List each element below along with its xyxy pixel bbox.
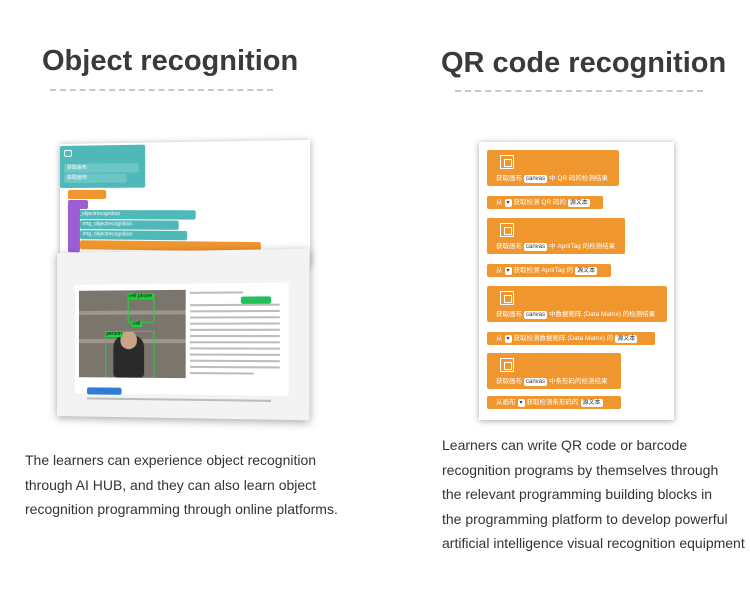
description-line: artificial intelligence visual recogniti…	[442, 531, 748, 556]
right-title-divider	[455, 90, 703, 92]
description-line: the programming platform to develop powe…	[442, 507, 748, 532]
source-text-chip: 源文本	[615, 335, 637, 343]
code-block	[68, 190, 106, 199]
description-line: Learners can write QR code or barcode	[442, 433, 748, 458]
result-text-line	[190, 310, 280, 312]
block-label: 获取检测 AprilTag 的	[514, 267, 574, 274]
description-line: recognition programming through online p…	[25, 497, 355, 522]
result-text-line	[190, 354, 280, 356]
code-block: 获取画布	[64, 173, 127, 183]
block-text: 获取画布canvas中数据矩阵 (Data Matrix) 的检测结果	[496, 308, 655, 319]
block-label: 获取画布	[496, 243, 522, 250]
result-text-line	[190, 304, 280, 307]
qr-recognition-title: QR code recognition	[441, 47, 726, 80]
result-text-line	[190, 322, 280, 324]
canvas-chip: canvas	[524, 378, 547, 386]
apriltag-source-block: 从▾获取检测 AprilTag 的源文本	[487, 264, 611, 277]
demo-content: cell phone cell person	[75, 283, 289, 396]
block-label: 从	[496, 335, 503, 342]
object-recognition-title: Object recognition	[42, 45, 298, 78]
description-line: through AI HUB, and they can also learn …	[25, 473, 355, 498]
block-text: 获取画布canvas中 AprilTag 的检测结果	[496, 240, 615, 251]
result-text-line	[190, 341, 280, 343]
apriltag-detect-block: 获取画布canvas中 AprilTag 的检测结果	[487, 218, 625, 254]
source-text-chip: 源文本	[575, 267, 597, 275]
empty-chip: ▾	[505, 199, 512, 207]
qr-scan-icon	[500, 155, 514, 169]
block-label: 中数据矩阵 (Data Matrix) 的检测结果	[549, 311, 655, 318]
block-label: 从画布	[496, 399, 516, 406]
detection-label: cell phone	[128, 293, 154, 299]
barcode-icon	[500, 358, 514, 372]
result-text-line	[190, 372, 254, 375]
detection-label: cell	[132, 321, 142, 327]
result-text-line	[190, 360, 280, 363]
qr-source-block: 从▾获取检测 QR 码的源文本	[487, 196, 603, 209]
block-label: 获取检测数据矩阵 (Data Matrix) 的	[514, 335, 614, 342]
canvas-chip: canvas	[524, 311, 547, 319]
code-block: 获取画布	[64, 163, 139, 173]
object-recognition-demo-screenshot: cell phone cell person	[57, 249, 309, 421]
block-label: 获取检测 QR 码的	[514, 199, 566, 206]
result-text-line	[190, 291, 243, 294]
code-block: img_objectrecognition	[80, 220, 179, 230]
left-title-divider	[50, 89, 273, 91]
source-text-chip: 源文本	[581, 399, 603, 407]
block-label: 中 AprilTag 的检测结果	[549, 243, 615, 250]
block-label: 获取画布	[496, 311, 522, 318]
description-line: recognition programs by themselves throu…	[442, 458, 748, 483]
block-label: 获取画布	[496, 175, 522, 182]
object-recognition-code-screenshot: 获取画布 获取画布 img_objectrecognition img_obje…	[60, 140, 310, 266]
description-line: the relevant programming building blocks…	[442, 482, 748, 507]
result-text-line	[190, 329, 280, 331]
apriltag-icon	[500, 223, 514, 237]
datamatrix-source-block: 从▾获取检测数据矩阵 (Data Matrix) 的源文本	[487, 332, 655, 345]
barcode-detect-block: 获取画布canvas中条形码的检测结果	[487, 353, 621, 389]
footer-text-line	[87, 397, 271, 402]
camera-photo: cell phone cell person	[79, 290, 186, 378]
result-text-line	[190, 366, 280, 369]
empty-chip: ▾	[505, 335, 512, 343]
code-block: img_objectrecognition	[80, 230, 187, 240]
block-text: 获取画布canvas中条形码的检测结果	[496, 375, 608, 386]
source-text-chip: 源文本	[568, 199, 590, 207]
upload-button	[87, 387, 121, 394]
description-line: The learners can experience object recog…	[25, 448, 355, 473]
detection-label: person	[105, 331, 123, 337]
detection-box-person	[105, 331, 154, 378]
block-label: 中条形码的检测结果	[549, 378, 608, 385]
datamatrix-icon	[500, 291, 514, 305]
object-recognition-description: The learners can experience object recog…	[25, 448, 355, 522]
block-label: 中 QR 码的检测结果	[549, 175, 608, 182]
code-block: img_objectrecognition	[68, 210, 196, 220]
block-label: 获取检测条形码的	[527, 399, 579, 406]
empty-chip: ▾	[518, 399, 525, 407]
code-block	[68, 202, 80, 252]
datamatrix-detect-block: 获取画布canvas中数据矩阵 (Data Matrix) 的检测结果	[487, 286, 667, 322]
block-label: 获取画布	[496, 378, 522, 385]
canvas-chip: canvas	[524, 243, 547, 251]
canvas-chip: canvas	[524, 175, 547, 183]
qr-code-blocks-screenshot: 获取画布canvas中 QR 码的检测结果 从▾获取检测 QR 码的源文本 获取…	[479, 142, 674, 420]
empty-chip: ▾	[505, 267, 512, 275]
block-label: 从	[496, 267, 503, 274]
qr-recognition-description: Learners can write QR code or barcode re…	[442, 433, 748, 556]
block-label: 从	[496, 199, 503, 206]
barcode-source-block: 从画布▾获取检测条形码的源文本	[487, 396, 621, 409]
result-text-line	[190, 316, 280, 318]
block-text: 获取画布canvas中 QR 码的检测结果	[496, 172, 608, 183]
camera-icon	[64, 150, 72, 157]
result-text-line	[190, 347, 280, 349]
result-text-line	[190, 335, 280, 337]
qr-detect-block: 获取画布canvas中 QR 码的检测结果	[487, 150, 619, 186]
